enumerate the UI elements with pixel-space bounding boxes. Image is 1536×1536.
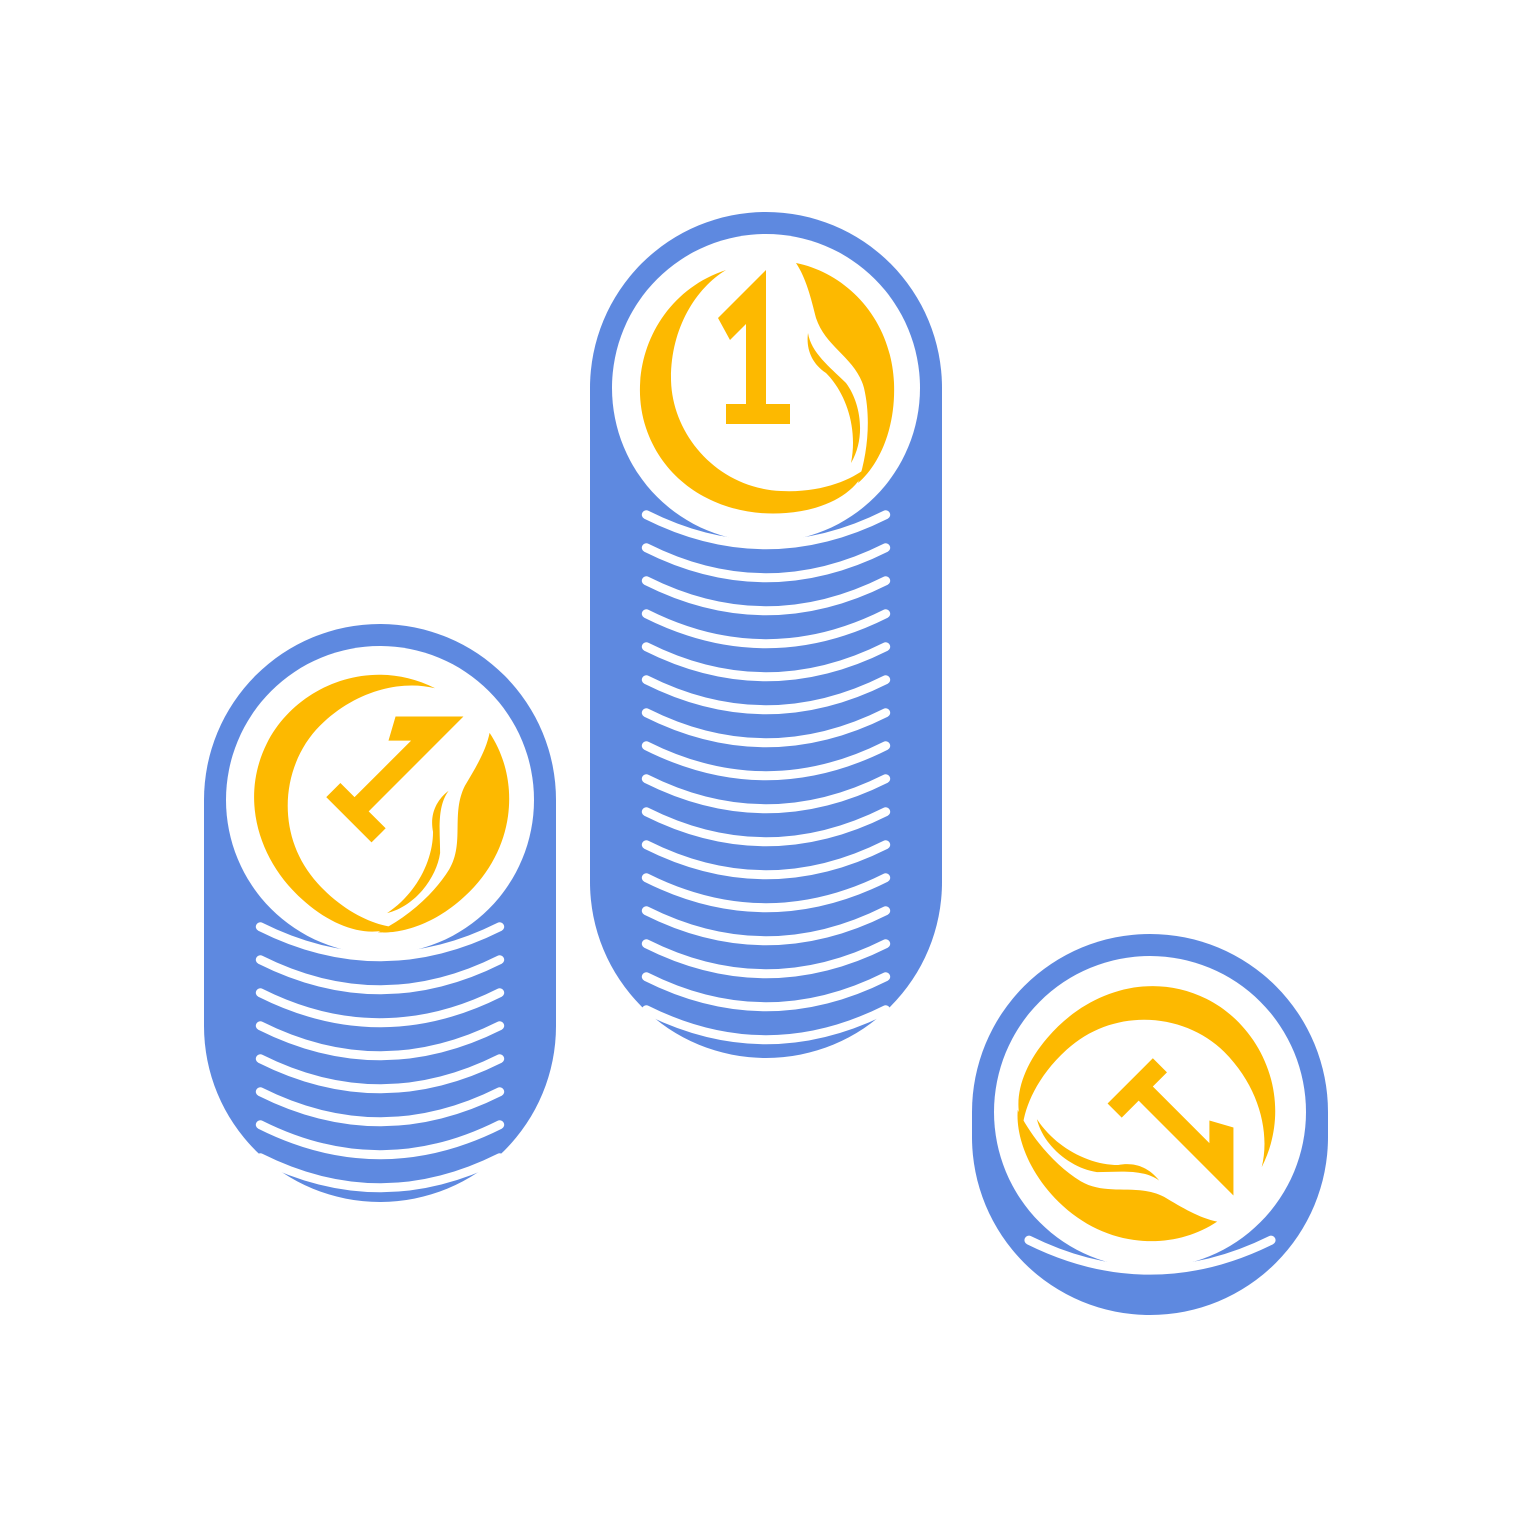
coin-edge-line	[641, 741, 891, 781]
coin-edge-line	[255, 988, 505, 1028]
coin-edge-line	[255, 1120, 505, 1160]
coin-edge-line	[641, 774, 891, 814]
coin-edge-line	[255, 1054, 505, 1094]
coin-edge-line	[255, 1087, 505, 1127]
coin-edge-line	[641, 1005, 891, 1045]
coin-edge-line	[641, 510, 891, 550]
coin-edge-line	[1024, 1235, 1276, 1275]
coin-edge-line	[641, 642, 891, 682]
coin-edge-line	[641, 708, 891, 748]
coin-edge-line	[641, 906, 891, 946]
coin-edge-line	[641, 543, 891, 583]
coin-edge-line	[641, 939, 891, 979]
right-single	[970, 934, 1328, 1315]
left-stack	[202, 622, 559, 1202]
coin-edge-line	[641, 972, 891, 1012]
coin-edge-line	[641, 609, 891, 649]
coin-edge-line	[641, 873, 891, 913]
coin-edge-line	[255, 1021, 505, 1061]
center-stack	[590, 212, 942, 1058]
coin-edge-line	[255, 922, 505, 962]
coin-edge-line	[641, 576, 891, 616]
coin-edge-line	[641, 807, 891, 847]
coin-edge-line	[641, 675, 891, 715]
coin-edge-line	[255, 955, 505, 995]
coin-edge-line	[641, 840, 891, 880]
coin-edge-line	[255, 1153, 505, 1193]
